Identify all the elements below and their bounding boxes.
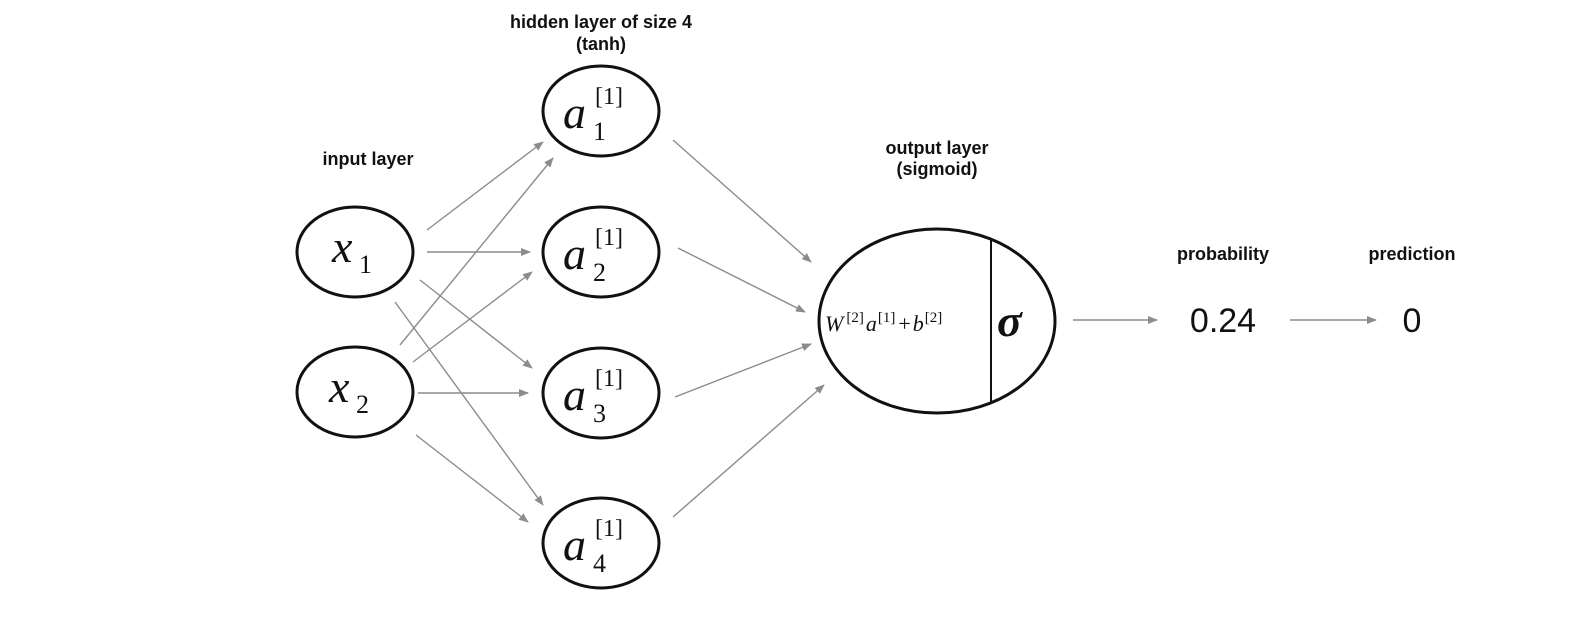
input-node-subscript: 2	[356, 390, 369, 419]
edge-a1-out	[672, 139, 812, 263]
hidden-node-subscript: 4	[593, 549, 606, 578]
edge-a4-out	[672, 384, 825, 518]
probability-value: 0.24	[1190, 302, 1256, 340]
hidden-node-symbol: a	[563, 87, 586, 138]
sigma-symbol: σ	[997, 295, 1023, 346]
hidden-node-subscript: 2	[593, 258, 606, 287]
probability-label: probability	[1177, 244, 1269, 264]
hidden-node-a3: a [1] 3	[541, 346, 661, 440]
edge-x1-a1	[426, 141, 544, 231]
hidden-layer-label: hidden layer of size 4	[510, 12, 692, 32]
hidden-node-superscript: [1]	[595, 516, 623, 542]
hidden-node-subscript: 1	[593, 117, 606, 146]
output-layer-label: output layer	[885, 138, 988, 158]
output-node-formula: W[2]a[1]+b[2]	[825, 310, 942, 336]
input-node-x1: x 1	[295, 205, 415, 299]
input-node-subscript: 1	[359, 250, 372, 279]
edge-a3-out	[674, 343, 812, 398]
hidden-node-a1: a [1] 1	[541, 64, 661, 158]
output-node: W[2]a[1]+b[2] σ	[817, 227, 1057, 415]
hidden-node-superscript: [1]	[595, 225, 623, 251]
edge-a2-out	[677, 247, 806, 313]
input-node-x2: x 2	[295, 345, 415, 439]
hidden-layer-activation-label: (tanh)	[576, 34, 626, 54]
hidden-node-a2: a [1] 2	[541, 205, 661, 299]
edge-x2-a1	[399, 157, 554, 346]
input-node-symbol: x	[328, 361, 350, 412]
hidden-node-superscript: [1]	[595, 366, 623, 392]
input-layer-label: input layer	[322, 149, 413, 169]
hidden-node-symbol: a	[563, 519, 586, 570]
edge-x2-a4	[415, 434, 529, 523]
hidden-node-a4: a [1] 4	[541, 496, 661, 590]
input-node-symbol: x	[331, 221, 353, 272]
edge-x2-a2	[412, 271, 533, 363]
edge-x1-a4	[394, 301, 544, 506]
prediction-label: prediction	[1368, 244, 1455, 264]
prediction-value: 0	[1403, 302, 1422, 340]
hidden-node-subscript: 3	[593, 399, 606, 428]
edge-x1-a3	[419, 279, 533, 369]
hidden-node-symbol: a	[563, 228, 586, 279]
hidden-node-symbol: a	[563, 369, 586, 420]
output-layer-activation-label: (sigmoid)	[897, 159, 978, 179]
hidden-node-superscript: [1]	[595, 84, 623, 110]
